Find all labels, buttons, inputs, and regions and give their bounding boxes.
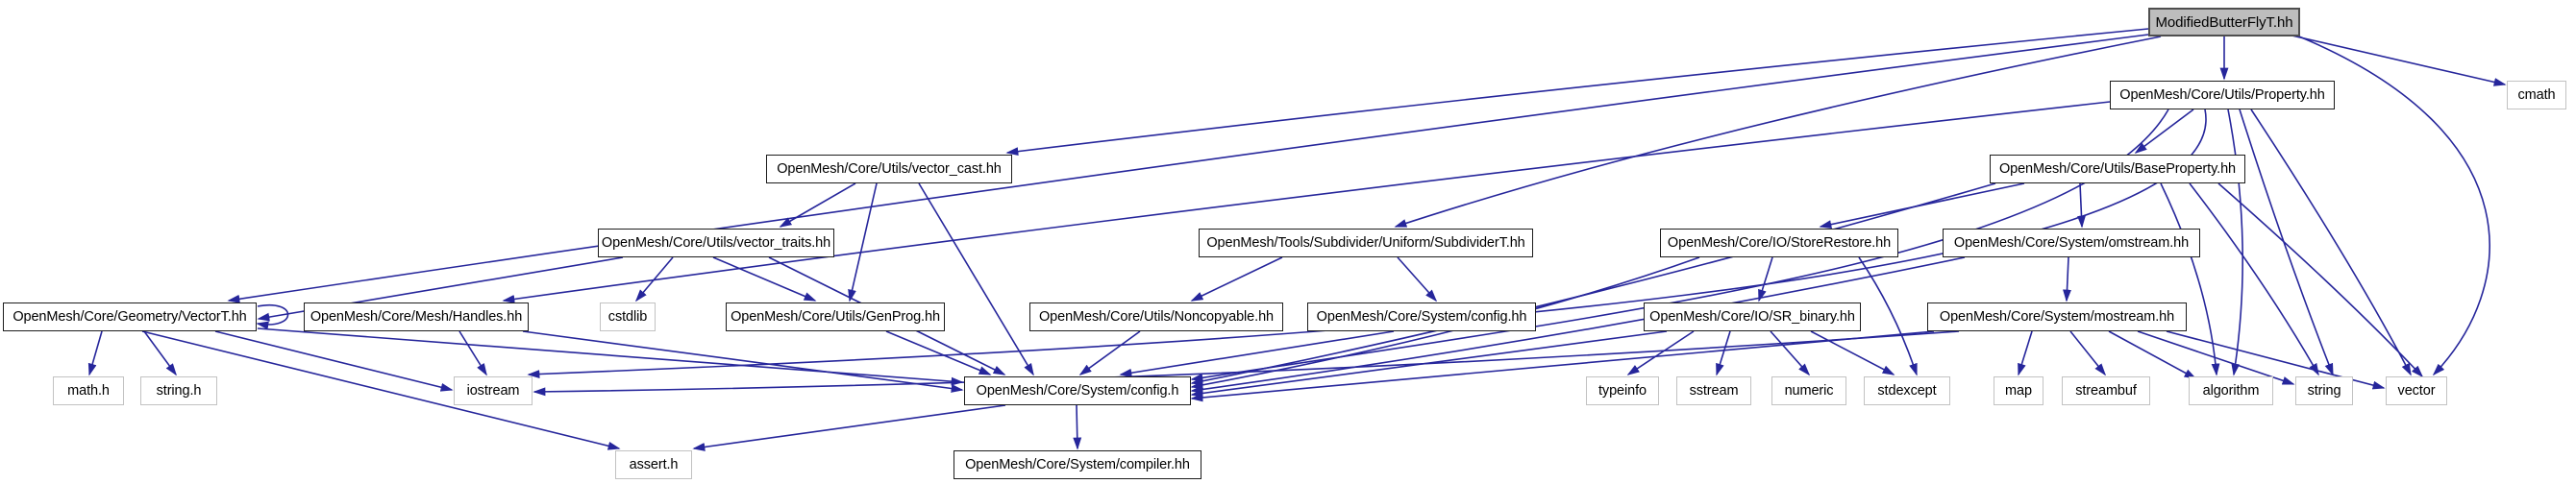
node-vector: vector: [2386, 376, 2447, 405]
edge-baseproperty-algorithm: [2160, 182, 2220, 376]
node-handles[interactable]: OpenMesh/Core/Mesh/Handles.hh: [304, 302, 529, 331]
edge-root-subdividert: [1394, 36, 2162, 228]
node-stringh: string.h: [140, 376, 217, 405]
edge-property-string: [2239, 109, 2334, 376]
edge-baseproperty-vector: [2217, 182, 2424, 378]
edge-configh-asserth: [692, 404, 1006, 451]
node-asserth: assert.h: [615, 450, 692, 479]
node-omstream[interactable]: OpenMesh/Core/System/omstream.hh: [1943, 229, 2200, 257]
edge-storerestore-stdexcept: [1858, 256, 1918, 376]
edge-vector_cast-configh: [918, 182, 1034, 376]
edge-vectort-asserth: [141, 330, 621, 450]
node-map: map: [1994, 376, 2043, 405]
node-vector_cast[interactable]: OpenMesh/Core/Utils/vector_cast.hh: [766, 155, 1012, 183]
node-mostream[interactable]: OpenMesh/Core/System/mostream.hh: [1927, 302, 2187, 331]
edge-vector_traits-cstdlib: [634, 256, 674, 302]
edge-srbinary-typeinfo: [1626, 330, 1695, 375]
edge-root-vector: [2298, 36, 2490, 376]
node-configh[interactable]: OpenMesh/Core/System/config.h: [964, 376, 1191, 405]
node-iostream: iostream: [454, 376, 533, 405]
node-sstream: sstream: [1676, 376, 1751, 405]
edge-noncopyable-configh: [1078, 330, 1141, 375]
edge-root-cmath: [2287, 34, 2507, 86]
edge-baseproperty-omstream: [2077, 182, 2086, 229]
edge-mostream-algorithm: [2108, 330, 2197, 379]
edge-handles-iostream: [458, 330, 487, 376]
node-confighh[interactable]: OpenMesh/Core/System/config.hh: [1307, 302, 1536, 331]
edge-root-vector_cast: [1005, 28, 2149, 157]
edge-property-baseproperty: [2134, 109, 2194, 154]
edge-mostream-streambuf: [2069, 330, 2107, 376]
edge-subdividert-noncopyable: [1190, 256, 1283, 302]
edge-storerestore-srbinary: [1758, 256, 1773, 302]
edge-srbinary-numeric: [1770, 330, 1811, 376]
edge-mostream-iostream: [533, 330, 1960, 397]
node-string: string: [2295, 376, 2353, 405]
edge-vectort-mathh: [87, 330, 103, 376]
node-srbinary[interactable]: OpenMesh/Core/IO/SR_binary.hh: [1644, 302, 1861, 331]
edge-baseproperty-string: [2189, 182, 2319, 376]
edge-vectort-configh: [257, 327, 964, 386]
node-cstdlib: cstdlib: [600, 302, 656, 331]
edge-omstream-configh: [1190, 256, 1966, 394]
node-algorithm: algorithm: [2189, 376, 2273, 405]
edge-vector_cast-vector_traits: [779, 182, 856, 228]
node-storerestore[interactable]: OpenMesh/Core/IO/StoreRestore.hh: [1660, 229, 1898, 257]
edge-srbinary-stdexcept: [1810, 330, 1895, 375]
edge-vector_traits-genprog: [712, 256, 817, 302]
node-mathh: math.h: [53, 376, 124, 405]
node-stdexcept: stdexcept: [1864, 376, 1950, 405]
edge-confighh-configh: [1119, 330, 1395, 377]
edge-srbinary-sstream: [1716, 330, 1731, 376]
edge-vectort-stringh: [143, 330, 177, 376]
edge-root-vectort: [227, 34, 2149, 303]
edge-property-vector: [2250, 109, 2412, 376]
node-cmath: cmath: [2507, 81, 2566, 109]
node-genprog[interactable]: OpenMesh/Core/Utils/GenProg.hh: [726, 302, 945, 331]
edge-vectort-iostream: [214, 330, 454, 392]
node-property[interactable]: OpenMesh/Core/Utils/Property.hh: [2110, 81, 2335, 109]
edge-mostream-map: [2018, 330, 2033, 376]
edge-vectort-vectort: [256, 303, 289, 330]
node-streambuf: streambuf: [2062, 376, 2150, 405]
node-subdividert[interactable]: OpenMesh/Tools/Subdivider/Uniform/Subdiv…: [1199, 229, 1533, 257]
edge-mostream-string: [2137, 330, 2295, 385]
edge-omstream-mostream: [2063, 256, 2071, 302]
edge-property-handles: [502, 101, 2111, 303]
node-numeric: numeric: [1771, 376, 1846, 405]
node-baseproperty[interactable]: OpenMesh/Core/Utils/BaseProperty.hh: [1990, 155, 2245, 183]
edge-subdividert-confighh: [1397, 256, 1438, 302]
node-vector_traits[interactable]: OpenMesh/Core/Utils/vector_traits.hh: [598, 229, 834, 257]
node-root: ModifiedButterFlyT.hh: [2148, 8, 2300, 36]
node-typeinfo: typeinfo: [1586, 376, 1659, 405]
edge-property-algorithm: [2227, 109, 2243, 376]
node-compilerhh[interactable]: OpenMesh/Core/System/compiler.hh: [954, 450, 1201, 479]
node-vectort[interactable]: OpenMesh/Core/Geometry/VectorT.hh: [3, 302, 257, 331]
node-noncopyable[interactable]: OpenMesh/Core/Utils/Noncopyable.hh: [1029, 302, 1283, 331]
edge-vector_cast-genprog: [848, 182, 878, 302]
edge-handles-configh: [522, 330, 964, 393]
edge-genprog-configh: [885, 330, 992, 375]
